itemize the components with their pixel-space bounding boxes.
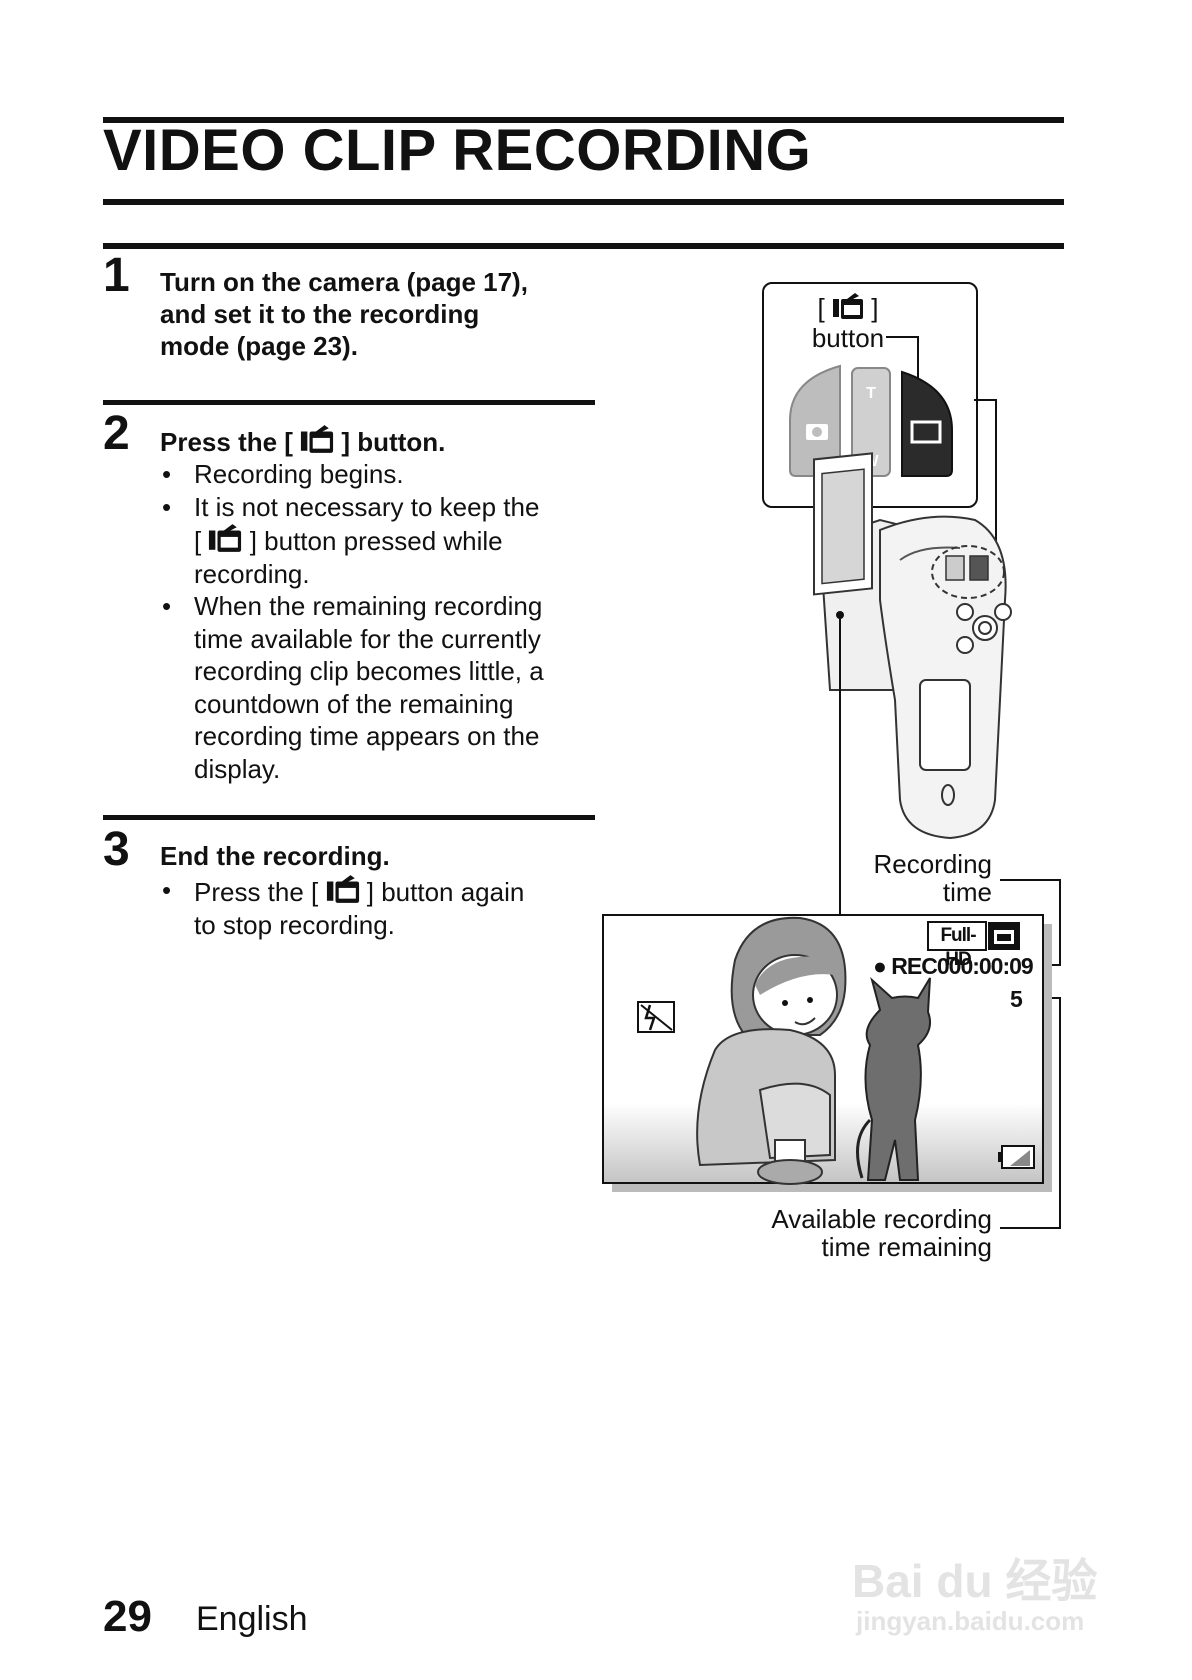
rec-indicator: ● REC000:00:09	[873, 952, 1034, 980]
rec-dot: ●	[873, 953, 887, 979]
bullet: •	[162, 491, 172, 522]
button-label-line-1: [ ]	[808, 292, 888, 323]
step-1-heading: Turn on the camera (page 17), and set it…	[160, 266, 600, 362]
step-2-bullet-3-line: When the remaining recording	[194, 591, 543, 621]
video-camera-icon	[208, 523, 242, 553]
step-1-number: 1	[103, 249, 130, 302]
bullet: •	[162, 591, 172, 621]
step-2-heading-post: ] button.	[341, 427, 446, 457]
step-2-bullet-3-line: display.	[194, 753, 281, 784]
girl-illustration	[696, 916, 847, 1185]
video-mode-badge	[988, 922, 1020, 950]
step-2-bullet-2-line-1: It is not necessary to keep the	[194, 491, 540, 522]
page-title: VIDEO CLIP RECORDING	[103, 118, 812, 183]
step-1-heading-line: Turn on the camera (page 17),	[160, 267, 528, 297]
video-camera-icon	[326, 874, 360, 904]
step-2-heading-pre: Press the [	[160, 427, 293, 457]
cat-illustration	[856, 977, 931, 1181]
list-item: • Press the [ ] button again to stop rec…	[160, 874, 600, 941]
step-3-bullet-post: ] button again	[366, 877, 525, 907]
step-2-bullet-2-line-2-text: ] button pressed while	[249, 526, 503, 556]
step-1-heading-line: mode (page 23).	[160, 331, 358, 361]
step-2-bullet-3-line: countdown of the remaining	[194, 688, 514, 719]
battery-icon	[998, 1145, 1035, 1169]
step-2-bullets: • Recording begins. • It is not necessar…	[160, 458, 600, 785]
step-3-bullet-pre: Press the [	[194, 877, 319, 907]
title-bottom-rule	[103, 199, 1064, 205]
step-2-number: 2	[103, 407, 130, 460]
step-2-rule	[103, 400, 595, 405]
list-item: • Recording begins.	[160, 458, 600, 491]
bullet: •	[162, 459, 172, 489]
available-time-label-line: time remaining	[821, 1232, 992, 1262]
step-2-bullet-3-line: recording time appears on the	[194, 721, 540, 751]
list-item: • It is not necessary to keep the [ ] bu…	[160, 491, 600, 591]
step-2-bullet-3-line: recording clip becomes little, a	[194, 656, 544, 686]
button-label-text: button	[811, 323, 885, 353]
list-item: • When the remaining recording time avai…	[160, 590, 600, 785]
step-3-rule	[103, 815, 595, 820]
language-label: English	[196, 1600, 308, 1638]
step-2-bullet-2-line-2: [ ] button pressed while	[194, 523, 600, 558]
step-3-bullet-1-line-1: Press the [ ] button again	[194, 874, 600, 909]
bullet: •	[162, 875, 172, 905]
steps-top-rule	[103, 243, 1064, 249]
step-2-heading: Press the [ ] button.	[160, 424, 445, 458]
quality-badge: Full-HD	[940, 925, 976, 970]
available-time-leader	[1000, 997, 1061, 1229]
available-time-label: Available recording time remaining	[720, 1205, 992, 1261]
rec-timer: REC000:00:09	[891, 953, 1033, 979]
bracket-open: [	[194, 526, 202, 556]
step-1-heading-line: and set it to the recording	[160, 299, 480, 329]
step-2-bullet-3-line: time available for the currently	[194, 623, 541, 654]
step-2-bullet-1: Recording begins.	[194, 459, 404, 489]
watermark-url: jingyan.baidu.com	[856, 1606, 1085, 1636]
step-3-bullets: • Press the [ ] button again to stop rec…	[160, 874, 600, 941]
title-top-rule	[103, 117, 1064, 123]
lcd-leader-dot	[836, 611, 844, 619]
step-2-bullet-2-line-3: recording.	[194, 558, 310, 589]
video-camera-icon	[300, 424, 334, 454]
camcorder-illustration	[813, 452, 1012, 840]
video-camera-icon	[832, 292, 864, 320]
available-time-label-line: Available recording	[771, 1204, 992, 1234]
button-callout-label: [ ] button	[808, 292, 888, 353]
bracket-close: ]	[871, 293, 879, 323]
step-3-heading: End the recording.	[160, 841, 390, 871]
remaining-count: 5	[1010, 986, 1023, 1012]
flash-off-icon	[637, 1001, 675, 1033]
step-3-number: 3	[103, 823, 130, 876]
watermark-logo: Bai du 经验	[852, 1555, 1098, 1607]
bracket-open: [	[817, 293, 825, 323]
recording-time-label-line: time	[942, 877, 992, 907]
recording-time-label: Recording time	[820, 850, 992, 906]
step-3-bullet-1-line-2: to stop recording.	[194, 909, 395, 940]
recording-time-label-line: Recording	[873, 849, 992, 879]
page-number: 29	[103, 1592, 152, 1641]
